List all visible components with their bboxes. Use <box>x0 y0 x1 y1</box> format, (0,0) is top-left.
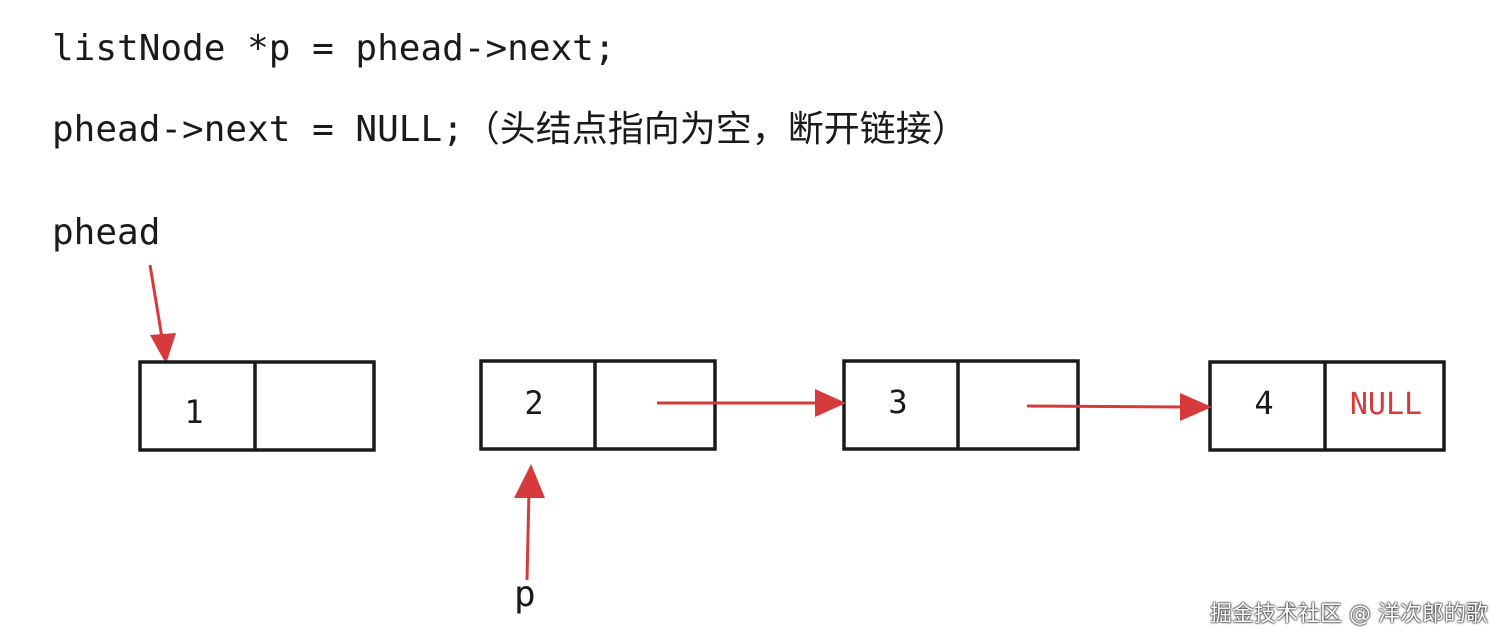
node-1-value: 1 <box>184 393 203 431</box>
link-3-to-4-arrowhead <box>1180 393 1212 421</box>
p-arrow <box>525 489 531 581</box>
p-arrowhead <box>514 464 545 498</box>
node-4-value: 4 <box>1254 384 1273 422</box>
link-2-to-3-arrowhead <box>815 389 846 417</box>
p-label: p <box>514 574 536 615</box>
phead-arrowhead <box>150 333 176 364</box>
node-2-value: 2 <box>524 384 543 422</box>
node-3-value: 3 <box>888 383 907 421</box>
node-1-box <box>138 360 376 452</box>
code-line-2: phead->next = NULL;（头结点指向为空，断开链接） <box>52 109 968 150</box>
code-line-1: listNode *p = phead->next; <box>52 28 616 69</box>
node-4-next-null: NULL <box>1350 387 1422 422</box>
node-2: 2 <box>479 359 717 451</box>
phead-label: phead <box>52 212 160 253</box>
watermark: 掘金技术社区 @ 洋次郎的歌 <box>1210 602 1488 627</box>
node-1: 1 <box>138 360 376 452</box>
link-3-to-4-arrow <box>1026 404 1187 409</box>
node-2-box <box>479 359 717 451</box>
node-4: 4 NULL <box>1208 360 1446 452</box>
node-4-box <box>1208 360 1446 452</box>
